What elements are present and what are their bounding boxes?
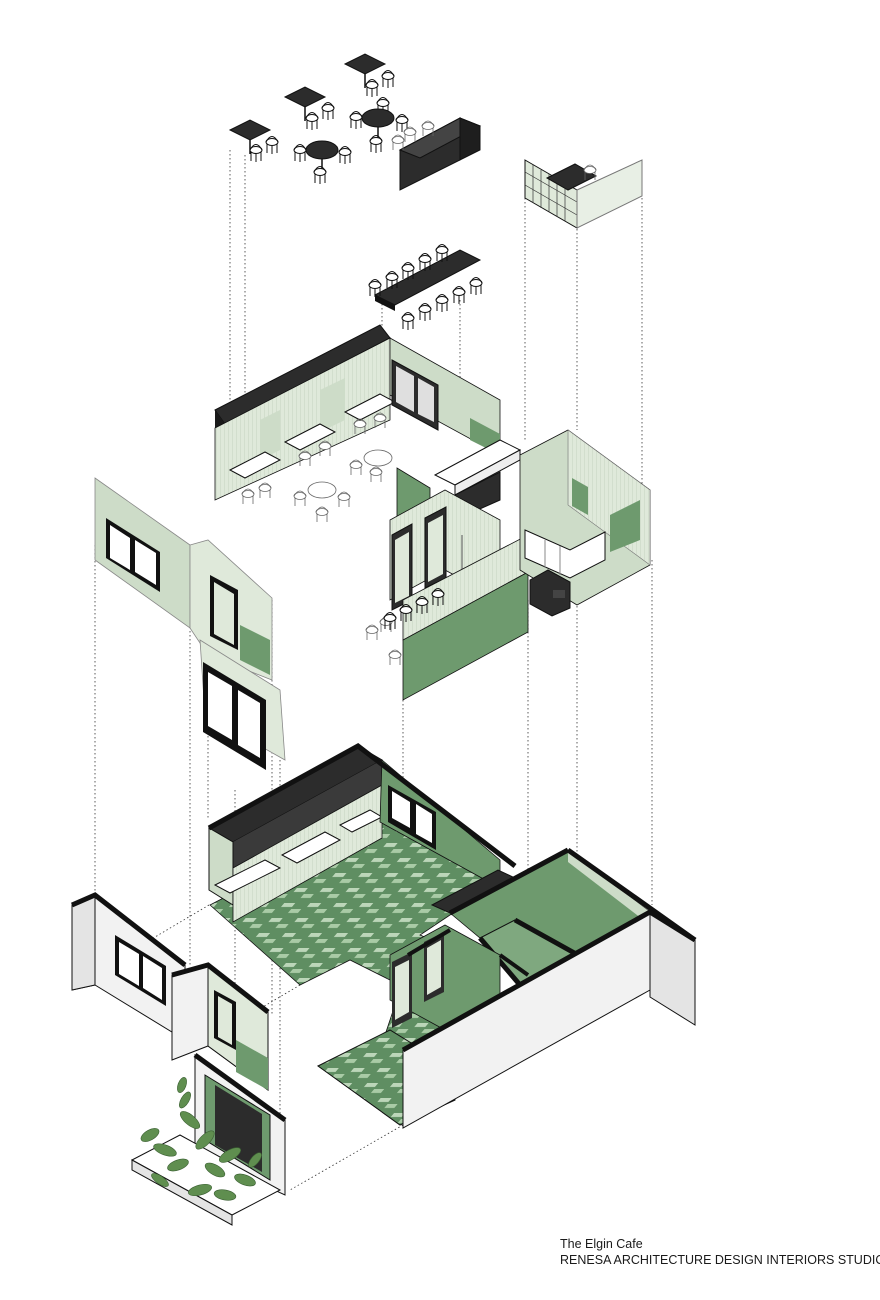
shelving-unit [524, 159, 643, 229]
two-seat-table-top [344, 53, 395, 98]
round-table-front [293, 140, 352, 185]
two-seat-table-middle [284, 86, 335, 131]
furniture-layer [229, 53, 643, 331]
two-seat-table-left [229, 119, 279, 163]
studio-name: RENESA ARCHITECTURE DESIGN INTERIORS STU… [560, 1253, 880, 1267]
plant-foliage [140, 1077, 262, 1201]
left-facade-walls [94, 477, 286, 770]
counter-with-stools [391, 117, 482, 191]
long-communal-table [368, 244, 483, 331]
base-floor-shell [71, 743, 697, 1226]
round-table-back [349, 97, 409, 154]
interior-walls-layer [214, 324, 651, 701]
project-title: The Elgin Cafe [560, 1237, 643, 1251]
drawing-caption: The Elgin Cafe RENESA ARCHITECTURE DESIG… [560, 1236, 880, 1268]
